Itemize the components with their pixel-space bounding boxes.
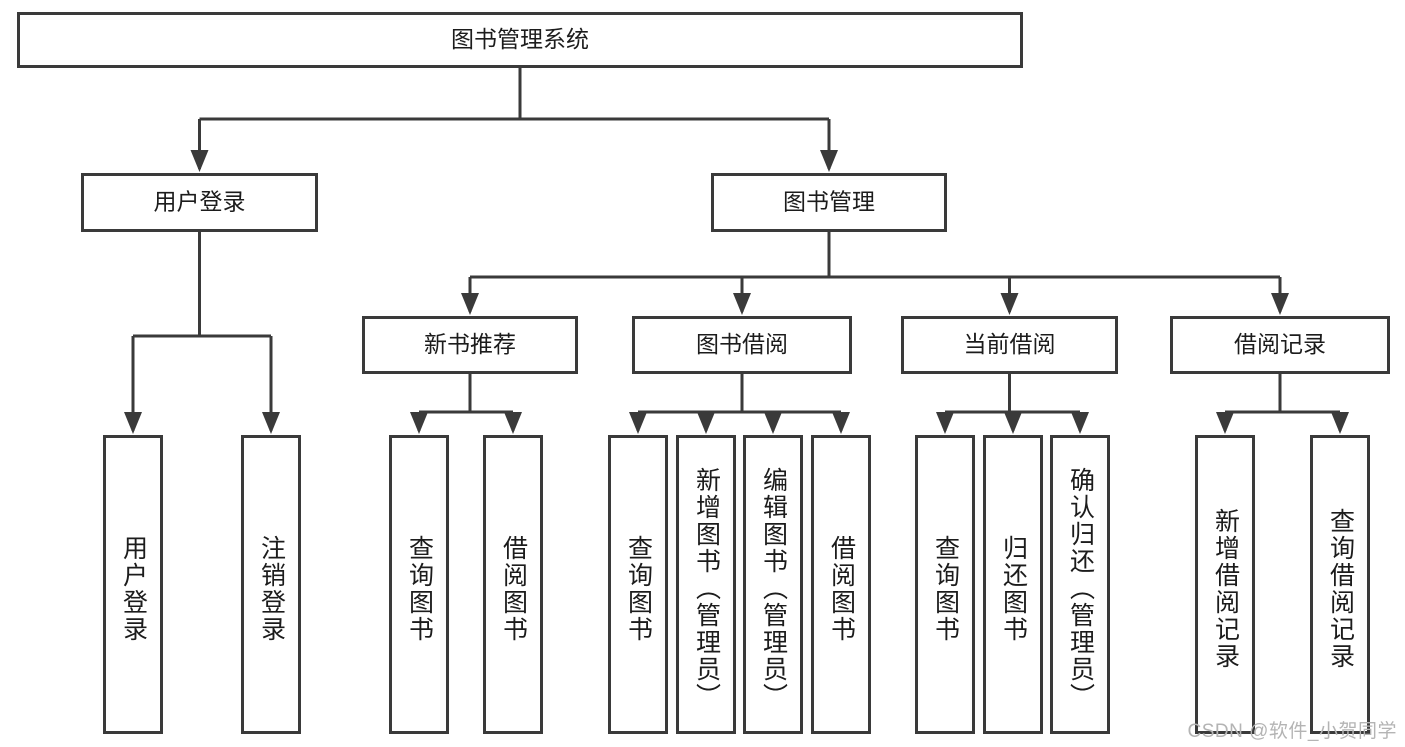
- node-label-level3-1: 图书借阅: [696, 331, 788, 357]
- node-box-level2-1: [711, 173, 947, 232]
- arrow-head-icon: [733, 293, 751, 315]
- arrow-head-icon: [190, 150, 209, 172]
- node-label-level2-1: 图书管理: [783, 189, 875, 215]
- node-label-root: 图书管理系统: [451, 26, 589, 52]
- node-box-leaf-6: [743, 435, 803, 734]
- arrow-head-icon: [1000, 293, 1019, 315]
- node-box-level3-1: [632, 316, 852, 374]
- node-box-level3-2: [901, 316, 1118, 374]
- node-box-leaf-4: [608, 435, 668, 734]
- node-box-layer: [17, 12, 1390, 734]
- node-box-level2-0: [81, 173, 318, 232]
- arrow-head-icon: [832, 412, 850, 434]
- node-box-leaf-12: [1310, 435, 1370, 734]
- node-box-level3-3: [1170, 316, 1390, 374]
- node-label-level3-2: 当前借阅: [964, 331, 1056, 357]
- arrow-head-icon: [461, 293, 479, 315]
- node-box-leaf-9: [983, 435, 1043, 734]
- node-label-level2-0: 用户登录: [154, 189, 246, 215]
- node-box-leaf-3: [483, 435, 543, 734]
- arrow-head-icon: [697, 412, 715, 434]
- arrow-head-icon: [1004, 412, 1022, 434]
- node-box-leaf-7: [811, 435, 871, 734]
- arrow-head-icon: [124, 412, 142, 434]
- arrow-head-icon: [1071, 412, 1089, 434]
- node-label-level3-3: 借阅记录: [1234, 331, 1326, 357]
- node-label-level3-0: 新书推荐: [424, 331, 516, 357]
- node-box-root: [17, 12, 1023, 68]
- arrow-head-icon: [262, 412, 280, 434]
- connector-layer: [124, 68, 1349, 434]
- node-box-leaf-2: [389, 435, 449, 734]
- arrow-head-icon: [629, 412, 647, 434]
- arrow-head-icon: [504, 412, 522, 434]
- node-box-leaf-5: [676, 435, 736, 734]
- node-box-leaf-8: [915, 435, 975, 734]
- arrow-head-icon: [936, 412, 954, 434]
- arrow-head-icon: [1216, 412, 1234, 434]
- arrow-head-icon: [1331, 412, 1349, 434]
- node-box-leaf-10: [1050, 435, 1110, 734]
- node-box-leaf-0: [103, 435, 163, 734]
- arrow-head-icon: [820, 150, 838, 172]
- node-box-leaf-11: [1195, 435, 1255, 734]
- csdn-watermark: CSDN @软件_小贺同学: [1187, 721, 1397, 742]
- arrow-head-icon: [764, 412, 782, 434]
- node-box-leaf-1: [241, 435, 301, 734]
- arrow-head-icon: [1271, 293, 1289, 315]
- arrow-head-icon: [410, 412, 428, 434]
- node-box-level3-0: [362, 316, 578, 374]
